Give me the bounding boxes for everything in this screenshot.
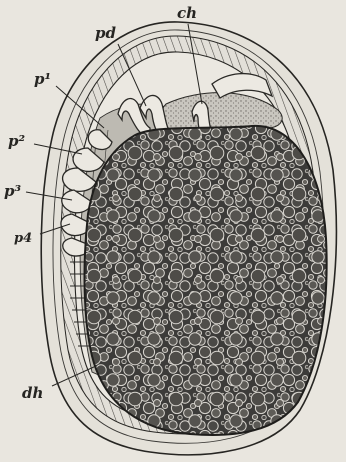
label-ch: ch [177, 4, 197, 22]
label-pd: pd [95, 24, 116, 42]
label-p3: p³ [4, 182, 21, 200]
label-p4: p4 [14, 231, 32, 246]
yolk-mass [80, 120, 340, 440]
label-p2: p² [8, 132, 25, 150]
label-p1: p¹ [34, 70, 51, 88]
label-dh: dh [22, 384, 43, 402]
